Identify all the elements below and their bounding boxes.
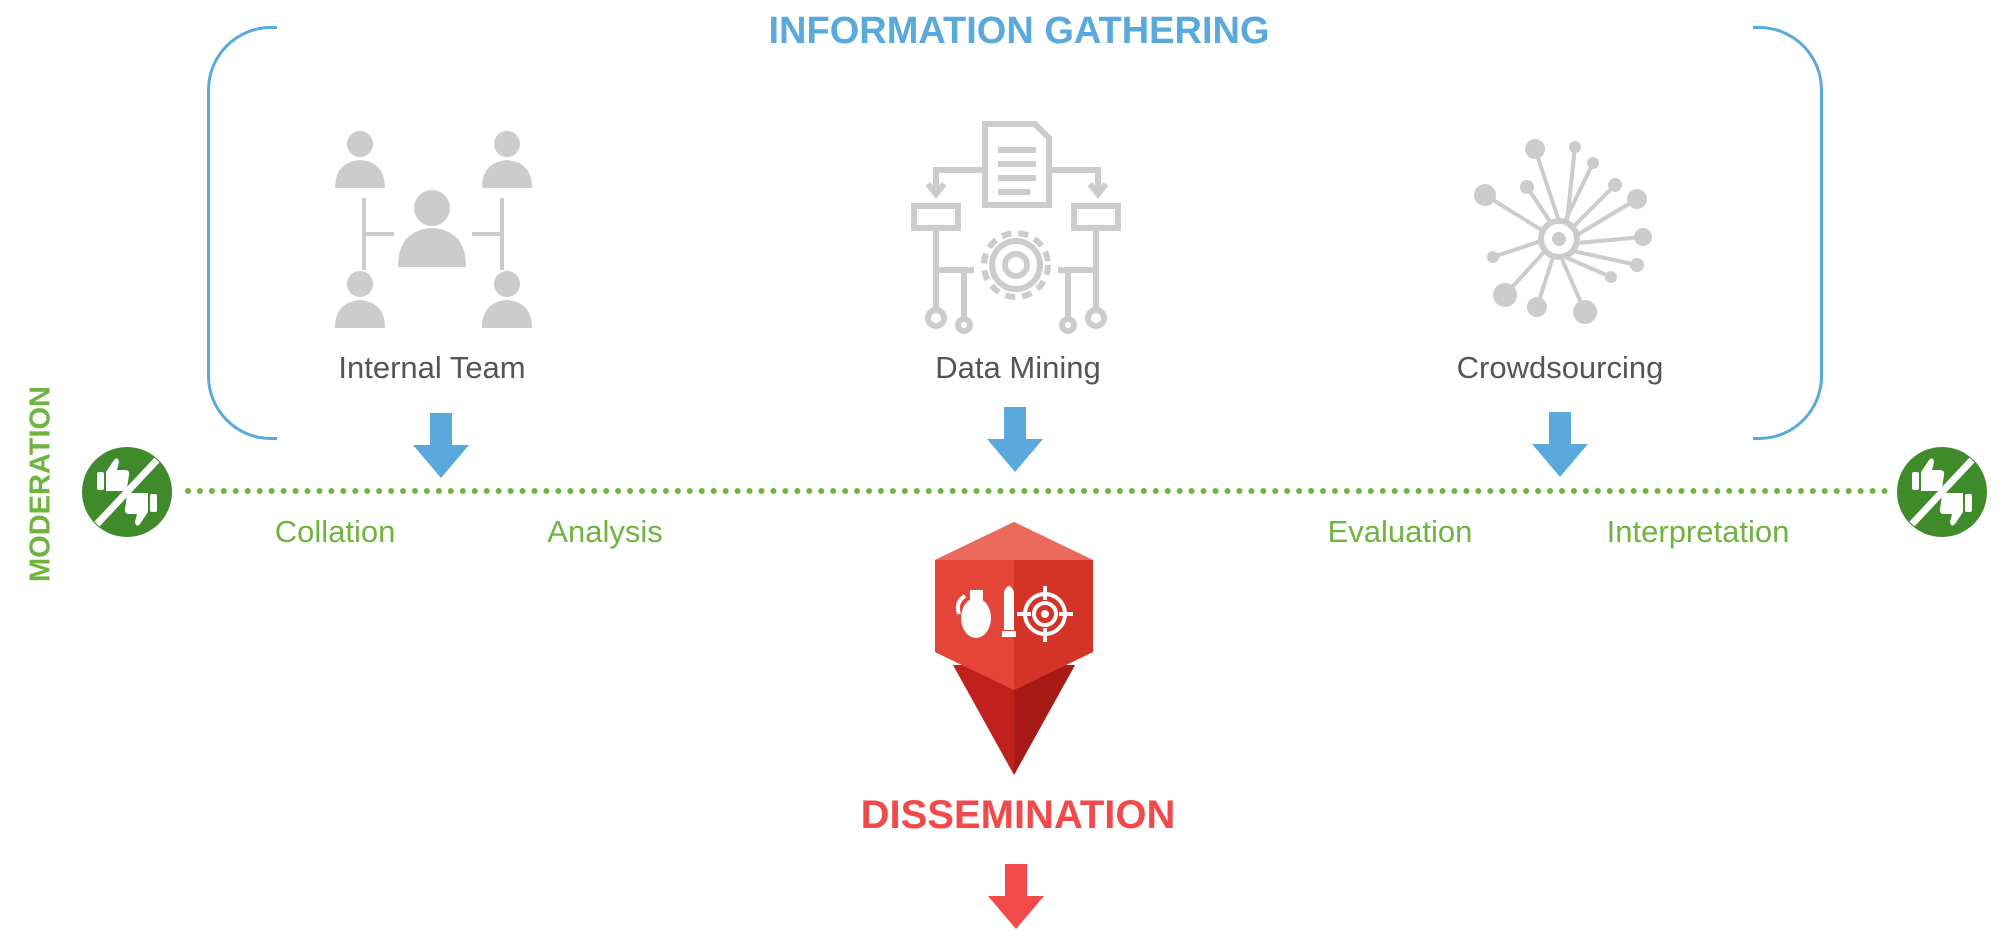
source-label-data-mining: Data Mining — [935, 350, 1101, 385]
source-label-internal-team: Internal Team — [338, 350, 526, 385]
section-title-dissemination: DISSEMINATION — [860, 793, 1176, 837]
arrow-down-icon — [988, 864, 1044, 929]
team-hierarchy-icon — [335, 131, 532, 328]
arrow-down-icon — [413, 413, 469, 478]
source-label-crowdsourcing: Crowdsourcing — [1456, 350, 1664, 385]
data-mining-icon — [911, 121, 1121, 334]
step-label-analysis: Analysis — [547, 514, 663, 549]
gathering-bracket-left — [207, 26, 277, 440]
step-label-evaluation: Evaluation — [1327, 514, 1473, 549]
thumbs-up-down-icon — [82, 447, 172, 537]
thumbs-up-down-icon — [1897, 447, 1987, 537]
arrow-down-icon — [987, 407, 1043, 472]
section-title-information-gathering: INFORMATION GATHERING — [768, 10, 1270, 52]
moderation-label: MODERATION — [24, 385, 57, 583]
moderation-dotted-line — [185, 488, 1889, 494]
gathering-bracket-right — [1753, 26, 1823, 440]
intel-map-pin-icon — [935, 522, 1093, 775]
crowdsourcing-network-icon — [1474, 139, 1652, 324]
arrow-down-icon — [1532, 412, 1588, 477]
step-label-collation: Collation — [274, 514, 396, 549]
step-label-interpretation: Interpretation — [1606, 514, 1790, 549]
